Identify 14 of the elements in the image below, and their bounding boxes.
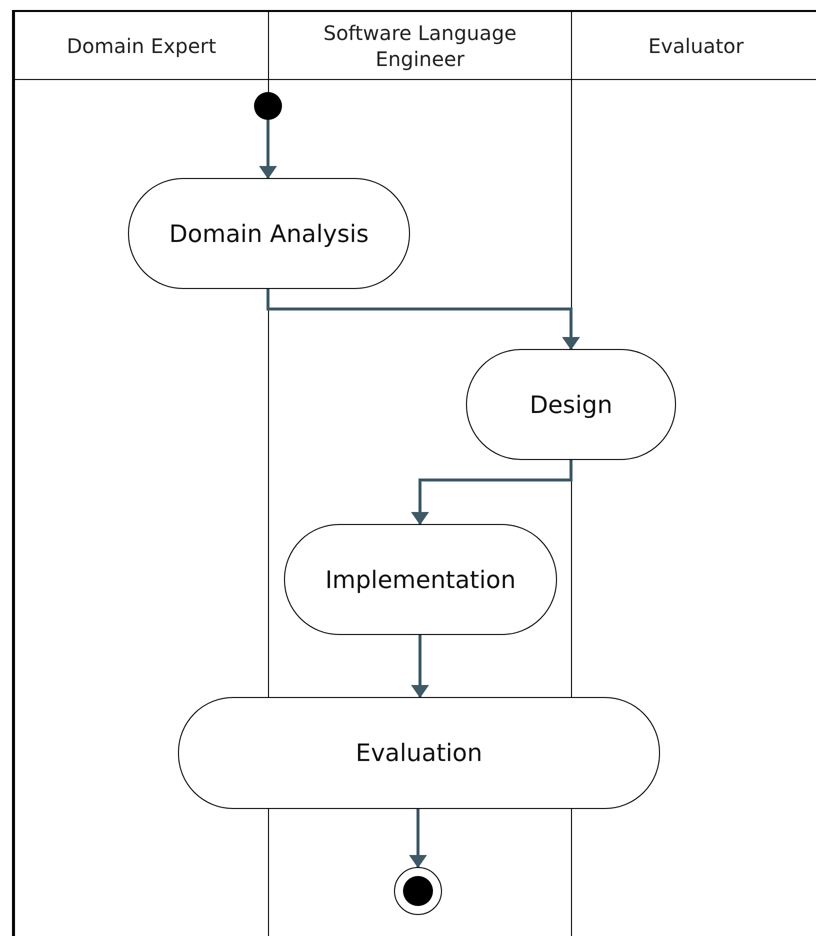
control-flow-arrow bbox=[411, 460, 572, 525]
control-flow-arrow bbox=[259, 120, 277, 179]
control-flow-arrow bbox=[266, 289, 580, 350]
control-flow-arrow bbox=[411, 635, 429, 698]
lane-title: Domain Expert bbox=[66, 32, 216, 58]
control-flow-arrow bbox=[409, 809, 427, 868]
activity-node: Implementation bbox=[284, 524, 557, 635]
lane-title: Software Language Engineer bbox=[322, 20, 518, 72]
activity-node: Evaluation bbox=[178, 697, 660, 809]
activity-node: Domain Analysis bbox=[128, 178, 410, 289]
final-node bbox=[394, 867, 442, 915]
activity-node: Design bbox=[466, 349, 676, 460]
lane-title: Evaluator bbox=[648, 32, 744, 58]
initial-node bbox=[254, 92, 282, 120]
